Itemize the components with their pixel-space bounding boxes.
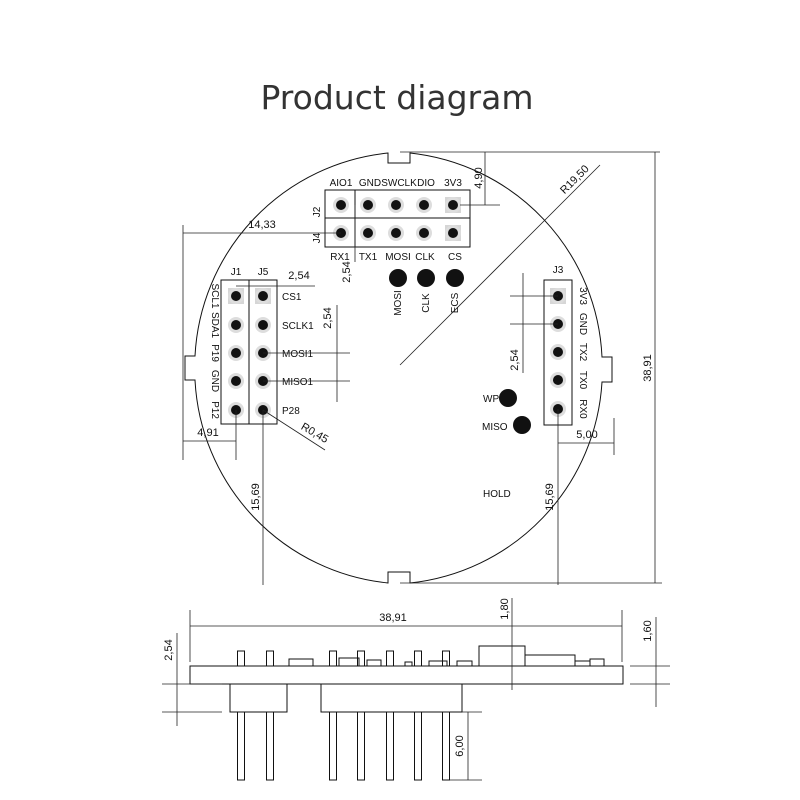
dim-label: 5,00 xyxy=(576,429,597,441)
dim-label: 1,80 xyxy=(499,598,511,619)
pin-top xyxy=(414,650,422,667)
pin-hole xyxy=(391,200,401,210)
pin-bottom xyxy=(329,711,337,781)
dim-label: 4,90 xyxy=(473,167,485,188)
pin-label: SDA1 xyxy=(209,312,220,339)
pin-hole xyxy=(258,291,268,301)
pin-label: GND xyxy=(209,370,220,392)
pad-label: MOSI xyxy=(393,290,404,316)
header-j2-j4: J2 J4 AIO1 GND SWCLK DIO 3V3 RX1 TX1 MOS… xyxy=(312,178,471,316)
pin-label: GND xyxy=(359,178,381,189)
pin-bottom xyxy=(266,711,274,781)
pin-bottom xyxy=(386,711,394,781)
pin-label: 3V3 xyxy=(577,287,588,305)
pin-top xyxy=(442,650,450,667)
wp-pad xyxy=(499,389,517,407)
pin-hole xyxy=(553,347,563,357)
j4-label: J4 xyxy=(312,232,323,243)
pin-label: TX2 xyxy=(577,343,588,362)
pin-hole xyxy=(363,228,373,238)
pin-label: CS xyxy=(448,252,462,263)
page-title: Product diagram xyxy=(260,78,533,117)
dim-label: 15,69 xyxy=(250,483,262,511)
dim-label: 1,60 xyxy=(642,620,654,641)
miso-pad xyxy=(513,416,531,434)
pin-hole xyxy=(336,200,346,210)
pin-bottom xyxy=(414,711,422,781)
pin-label: TX1 xyxy=(359,252,378,263)
pin-label: RX0 xyxy=(577,399,588,419)
pin-hole xyxy=(363,200,373,210)
pin-hole xyxy=(419,200,429,210)
dim-label: 2,54 xyxy=(509,349,521,370)
pin-label: SCL1 xyxy=(209,283,220,308)
pin-bottom xyxy=(442,711,450,781)
pin-label: SCLK1 xyxy=(282,321,314,332)
dim-label: 15,69 xyxy=(544,483,556,511)
pin-top xyxy=(329,650,337,667)
pin-hole xyxy=(391,228,401,238)
pin-label: CS1 xyxy=(282,292,302,303)
pin-label: MOSI xyxy=(385,252,411,263)
miso-label: MISO xyxy=(482,422,508,433)
dimensions-top: 14,33 4,90 R19,50 38,91 2,54 2,54 2,54 2… xyxy=(182,151,662,585)
pin-top xyxy=(266,650,274,667)
dim-label: 38,91 xyxy=(642,354,654,382)
pin-hole xyxy=(448,228,458,238)
wp-label: WP xyxy=(483,394,499,405)
pin-label: CLK xyxy=(415,252,435,263)
pin-bottom xyxy=(357,711,365,781)
hold-label: HOLD xyxy=(483,489,511,500)
pin-hole xyxy=(231,291,241,301)
pin-hole xyxy=(553,375,563,385)
dim-label: R0,45 xyxy=(299,421,330,446)
dim-label: R19,50 xyxy=(558,163,592,197)
dim-label: 2,54 xyxy=(288,270,309,282)
j5-label: J5 xyxy=(258,267,269,278)
pad-label: CLK xyxy=(421,293,432,313)
dim-label: 2,54 xyxy=(163,639,175,660)
pin-label: SWCLK xyxy=(381,178,417,189)
pin-label: P19 xyxy=(209,344,220,362)
pin-label: DIO xyxy=(417,178,435,189)
pin-hole xyxy=(448,200,458,210)
pin-hole xyxy=(231,376,241,386)
dim-label: 4,91 xyxy=(197,427,218,439)
dim-label: 6,00 xyxy=(454,735,466,756)
dim-label: 38,91 xyxy=(379,612,407,624)
pin-label: MISO1 xyxy=(282,377,314,388)
side-view: 38,91 1,80 1,60 2,54 6,00 xyxy=(162,598,670,781)
pin-label: GND xyxy=(577,313,588,335)
pin-hole xyxy=(419,228,429,238)
j1-label: J1 xyxy=(231,267,242,278)
dim-label: 2,54 xyxy=(341,261,353,282)
pin-label: 3V3 xyxy=(444,178,462,189)
j2-label: J2 xyxy=(312,206,323,217)
pin-hole xyxy=(231,320,241,330)
pin-hole xyxy=(231,348,241,358)
pin-label: TX0 xyxy=(577,371,588,390)
pin-hole xyxy=(258,320,268,330)
pin-top xyxy=(386,650,394,667)
pin-label: P12 xyxy=(209,401,220,419)
pin-label: MOSI1 xyxy=(282,349,314,360)
j3-label: J3 xyxy=(553,265,564,276)
pad-label: ECS xyxy=(450,292,461,313)
dim-label: 14,33 xyxy=(248,219,276,231)
pin-top xyxy=(237,650,245,667)
pin-label: AIO1 xyxy=(330,178,353,189)
pin-label: RX1 xyxy=(330,252,350,263)
pin-label: P28 xyxy=(282,406,300,417)
dim-label: 2,54 xyxy=(322,307,334,328)
pin-bottom xyxy=(237,711,245,781)
